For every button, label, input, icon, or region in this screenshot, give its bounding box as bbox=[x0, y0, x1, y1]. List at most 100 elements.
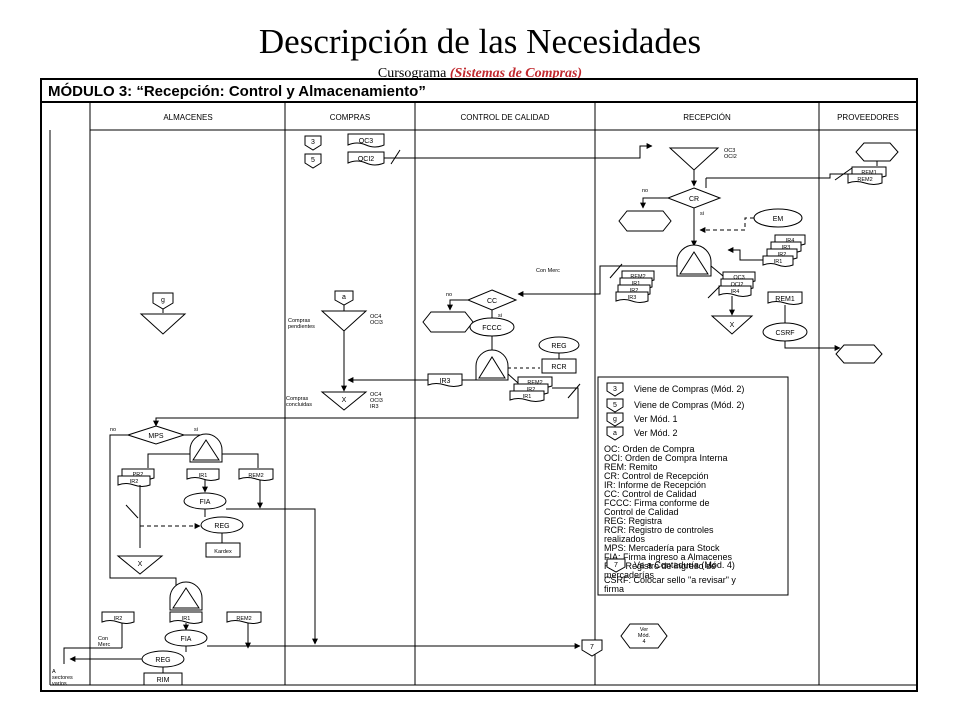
svg-text:IR4: IR4 bbox=[786, 238, 795, 244]
almacenes-doc-ir1-bottom: IR1 bbox=[169, 611, 203, 624]
compras-doc-oc3: OC3 bbox=[347, 133, 385, 148]
calidad-copy-process bbox=[475, 349, 509, 381]
recepcion-ir-stack: IR4 IR3 IR2 IR1 bbox=[762, 234, 806, 267]
recepcion-terminator-no bbox=[618, 210, 672, 232]
svg-text:X: X bbox=[138, 561, 143, 568]
svg-text:OC3: OC3 bbox=[733, 275, 744, 281]
svg-text:REG: REG bbox=[551, 343, 566, 350]
almacenes-copy-process-bottom bbox=[169, 581, 203, 611]
svg-text:REM2: REM2 bbox=[236, 616, 251, 622]
legend-abbreviations: OC: Orden de Compra OCI: Orden de Compra… bbox=[604, 444, 733, 580]
svg-text:CSRF: CSRF bbox=[775, 330, 794, 337]
svg-text:Ver Mód. 2: Ver Mód. 2 bbox=[634, 428, 678, 438]
svg-text:Control de Calidad: Control de Calidad bbox=[604, 507, 679, 517]
compras-offpage-5: 5 bbox=[304, 153, 322, 169]
svg-text:REM: Remito: REM: Remito bbox=[604, 462, 658, 472]
svg-text:REM2: REM2 bbox=[857, 177, 872, 183]
almacenes-doc-ir2-bottom: IR2 bbox=[101, 611, 135, 624]
recepcion-con-merc: Con Merc bbox=[536, 268, 560, 274]
compras-doc-oci2: OCI2 bbox=[347, 151, 385, 166]
page-subtitle: Cursograma (Sistemas de Compras) bbox=[377, 66, 583, 81]
svg-text:OC: Orden de Compra: OC: Orden de Compra bbox=[604, 444, 695, 454]
proveedores-doc-rem1: REM1 bbox=[767, 291, 803, 305]
svg-text:IR1: IR1 bbox=[182, 616, 191, 622]
legend-box bbox=[597, 376, 789, 596]
almacenes-rim bbox=[143, 672, 183, 686]
almacenes-doc-rem2-bottom: REM2 bbox=[226, 611, 262, 624]
svg-text:OCI: Orden de Compra Interna: OCI: Orden de Compra Interna bbox=[604, 453, 728, 463]
almacenes-mps-no: no bbox=[110, 427, 116, 433]
calidad-cc-si: si bbox=[498, 313, 502, 319]
legend-row-3: 3 Viene de Compras (Mód. 2) bbox=[606, 382, 744, 397]
compras-offpage-3: 3 bbox=[304, 135, 322, 151]
almacenes-reg-bottom: REG bbox=[141, 650, 185, 668]
legend-csrf: CSRF: Colocar sello "a revisar" y firma bbox=[604, 575, 736, 594]
svg-text:RIM: RIM bbox=[157, 677, 170, 684]
svg-text:firma: firma bbox=[604, 584, 624, 594]
almacenes-mps-si: si bbox=[194, 427, 198, 433]
svg-text:FIA: FIA bbox=[181, 636, 192, 643]
svg-text:PR2: PR2 bbox=[133, 472, 144, 478]
calidad-fccc: FCCC bbox=[469, 317, 515, 337]
svg-text:IR1: IR1 bbox=[774, 259, 783, 265]
almacenes-archive-x bbox=[116, 555, 164, 575]
legend-row-7: 7 Va a Contaduría (Mód. 4) bbox=[606, 558, 735, 573]
almacenes-copy-process-top bbox=[189, 433, 223, 463]
svg-text:REM2: REM2 bbox=[630, 274, 645, 280]
svg-text:MPS: Mercadería para Stock: MPS: Mercadería para Stock bbox=[604, 543, 720, 553]
svg-text:IR3: IR3 bbox=[440, 378, 451, 385]
lane-header-proveedores: PROVEEDORES bbox=[837, 113, 899, 122]
lane-header-control-calidad: CONTROL DE CALIDAD bbox=[460, 113, 549, 122]
lane-header-recepcion: RECEPCIÓN bbox=[683, 113, 731, 122]
svg-text:Viene de Compras (Mód. 2): Viene de Compras (Mód. 2) bbox=[634, 384, 744, 394]
recepcion-archive-oc bbox=[668, 147, 720, 171]
almacenes-pr-stack: PR2 IR2 bbox=[117, 468, 155, 487]
svg-text:3: 3 bbox=[613, 386, 617, 393]
proveedores-end bbox=[835, 344, 883, 364]
almacenes-decision-mps: MPS bbox=[126, 425, 186, 445]
lane-header-almacenes: ALMACENES bbox=[163, 113, 212, 122]
svg-text:CC: CC bbox=[487, 298, 497, 305]
svg-text:IR1: IR1 bbox=[632, 281, 641, 287]
calidad-reg: REG bbox=[538, 336, 580, 354]
svg-text:REG: REG bbox=[155, 657, 170, 664]
svg-text:FIA: Firma ingreso a Almacenes: FIA: Firma ingreso a Almacenes bbox=[604, 552, 733, 562]
lane-header-compras: COMPRAS bbox=[330, 113, 370, 122]
proveedores-rem-stack: REM1 REM2 bbox=[847, 166, 887, 185]
svg-text:FCCC: Firma conforme de: FCCC: Firma conforme de bbox=[604, 498, 710, 508]
svg-text:X: X bbox=[342, 397, 347, 404]
calidad-rcr bbox=[541, 358, 577, 374]
offpage-connector-7: 7 bbox=[581, 639, 603, 657]
svg-text:OC3: OC3 bbox=[359, 138, 374, 145]
svg-text:5: 5 bbox=[613, 402, 617, 409]
legend-row-g: g Ver Mód. 1 bbox=[606, 412, 678, 427]
svg-text:REM2: REM2 bbox=[527, 380, 542, 386]
svg-text:IR2: IR2 bbox=[527, 387, 536, 393]
svg-text:MPS: MPS bbox=[148, 433, 164, 440]
svg-text:IR: Informe de Recepción: IR: Informe de Recepción bbox=[604, 480, 706, 490]
flowchart-diagram: MÓDULO 3: “Recepción: Control y Almacena… bbox=[40, 78, 918, 692]
svg-text:mercaderías: mercaderías bbox=[604, 570, 655, 580]
svg-text:a: a bbox=[613, 430, 617, 437]
svg-text:g: g bbox=[161, 297, 165, 304]
svg-text:RIM: Registro de ingreso de: RIM: Registro de ingreso de bbox=[604, 561, 716, 571]
svg-text:REG: REG bbox=[214, 523, 229, 530]
legend-row-5: 5 Viene de Compras (Mód. 2) bbox=[606, 398, 744, 413]
recepcion-cr-no: no bbox=[642, 188, 648, 194]
svg-text:Kardex: Kardex bbox=[214, 549, 232, 555]
svg-text:CSRF: Colocar sello "a revisar: CSRF: Colocar sello "a revisar" y bbox=[604, 575, 736, 585]
proveedores-csrf: CSRF bbox=[762, 322, 808, 342]
svg-text:IR3: IR3 bbox=[782, 245, 791, 251]
almacenes-doc-rem2: REM2 bbox=[238, 468, 274, 481]
svg-text:EM: EM bbox=[773, 216, 784, 223]
compras-archive-pending bbox=[320, 310, 368, 332]
svg-text:IR1: IR1 bbox=[523, 394, 532, 400]
almacenes-reg-top: REG bbox=[200, 516, 244, 534]
